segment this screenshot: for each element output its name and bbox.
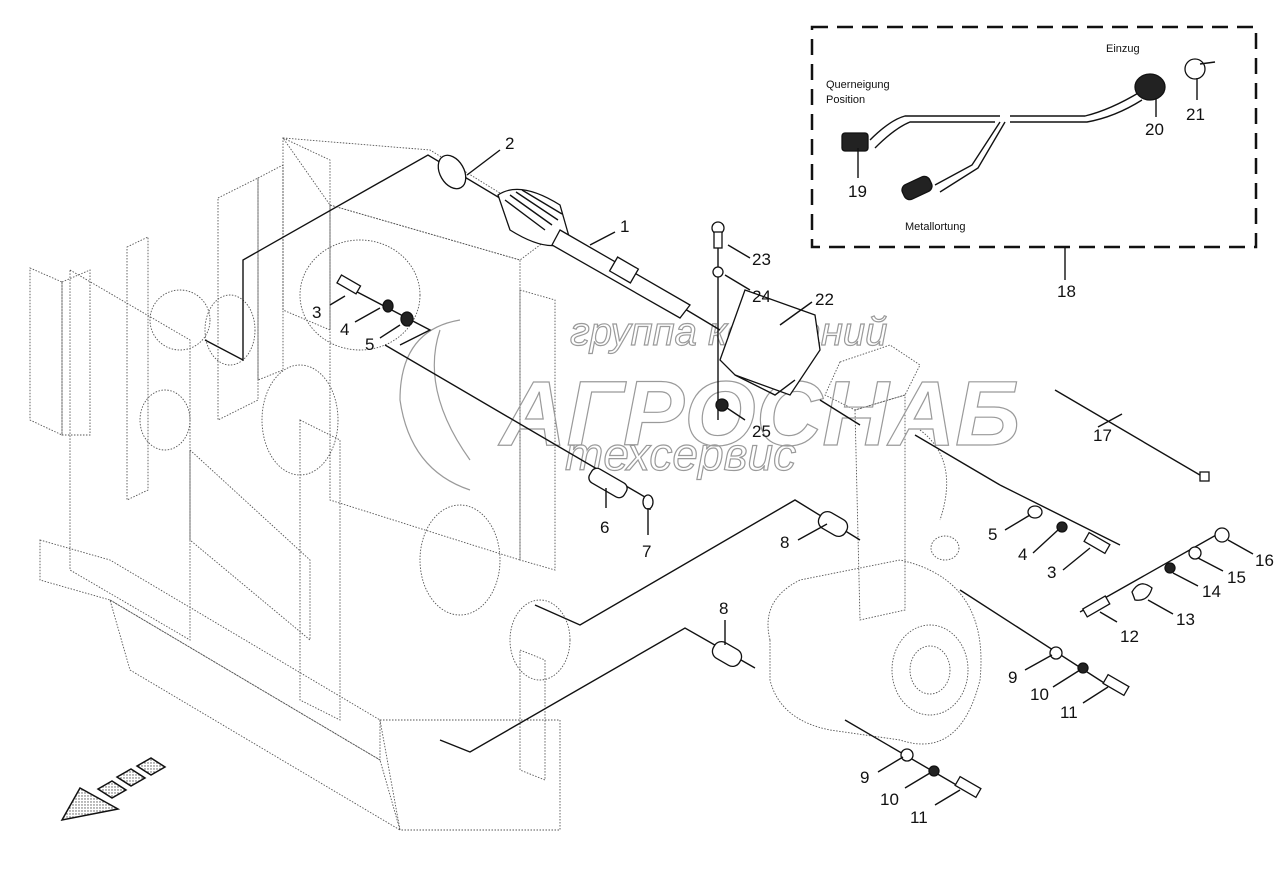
- nut-25: [715, 398, 729, 412]
- callout-18: 18: [1057, 282, 1076, 301]
- travel-direction-arrow-icon: [60, 757, 167, 822]
- callout-15: 15: [1227, 568, 1246, 587]
- bushing-8-lower: [711, 640, 743, 668]
- callout-4-right: 4: [1018, 545, 1027, 564]
- callout-7: 7: [642, 542, 651, 561]
- bolt-set-lower-right: [1049, 646, 1130, 697]
- callout-2: 2: [505, 134, 514, 153]
- bolt-set-bottom: [900, 748, 982, 799]
- callout-3-left: 3: [312, 303, 321, 322]
- label-intake: Einzug: [1106, 43, 1140, 55]
- callout-leaders: [329, 149, 1254, 806]
- callout-8-lower: 8: [719, 599, 728, 618]
- callout-10-lower: 10: [880, 790, 899, 809]
- gearbox-housing: [767, 344, 982, 745]
- callout-21: 21: [1186, 105, 1205, 124]
- callout-4-left: 4: [340, 320, 349, 339]
- label-metal-detection: Metallortung: [905, 221, 966, 233]
- callout-14: 14: [1202, 582, 1221, 601]
- machine-frame: [29, 137, 571, 831]
- connector-20-icon: [1134, 73, 1166, 101]
- callout-25: 25: [752, 422, 771, 441]
- callout-22: 22: [815, 290, 834, 309]
- label-tilt-position-1: Querneigung: [826, 79, 890, 91]
- callout-13: 13: [1176, 610, 1195, 629]
- bolt-set-clamp: [1081, 527, 1230, 618]
- callout-5-right: 5: [988, 525, 997, 544]
- callout-16: 16: [1255, 551, 1274, 570]
- callout-9-upper: 9: [1008, 668, 1017, 687]
- hose-clamp-part: [437, 154, 467, 190]
- bushing-8-upper: [817, 510, 849, 538]
- washer-24: [712, 266, 724, 278]
- watermark: группа компаний АГРОСНАБ техсервис: [399, 309, 1021, 491]
- callout-6: 6: [600, 518, 609, 537]
- callout-5-left: 5: [365, 335, 374, 354]
- callout-8-upper: 8: [780, 533, 789, 552]
- cap-21-icon: [1184, 58, 1206, 80]
- callout-labels: 2 1 23 24 22 25 3 4 5 6 7 8 8 5 4 3 9 10…: [312, 105, 1274, 827]
- bellows-part: [497, 188, 571, 247]
- bolt-set-left: [336, 274, 414, 327]
- washer-7: [642, 494, 654, 510]
- connector-metal-detect-icon: [901, 175, 933, 201]
- bolt-set-right-upper: [1027, 505, 1111, 555]
- cover-plate-22: [719, 289, 821, 396]
- label-tilt-position-2: Position: [826, 94, 865, 106]
- spacer-6: [588, 467, 628, 499]
- callout-24: 24: [752, 287, 771, 306]
- cable-tie-17: [1054, 389, 1210, 482]
- callout-3-right: 3: [1047, 563, 1056, 582]
- callout-17: 17: [1093, 426, 1112, 445]
- callout-1: 1: [620, 217, 629, 236]
- callout-12: 12: [1120, 627, 1139, 646]
- callout-23: 23: [752, 250, 771, 269]
- callout-10-upper: 10: [1030, 685, 1049, 704]
- connector-19-icon: [841, 132, 869, 152]
- wiring-harness-inset: Einzug Querneigung Position Metallortung: [810, 25, 1258, 249]
- bolt-23: [711, 221, 725, 249]
- callout-11-upper: 11: [1060, 703, 1078, 722]
- callout-11-lower: 11: [910, 808, 928, 827]
- callout-19: 19: [848, 182, 867, 201]
- callout-9-lower: 9: [860, 768, 869, 787]
- callout-20: 20: [1145, 120, 1164, 139]
- shaft-assembly: [437, 154, 691, 319]
